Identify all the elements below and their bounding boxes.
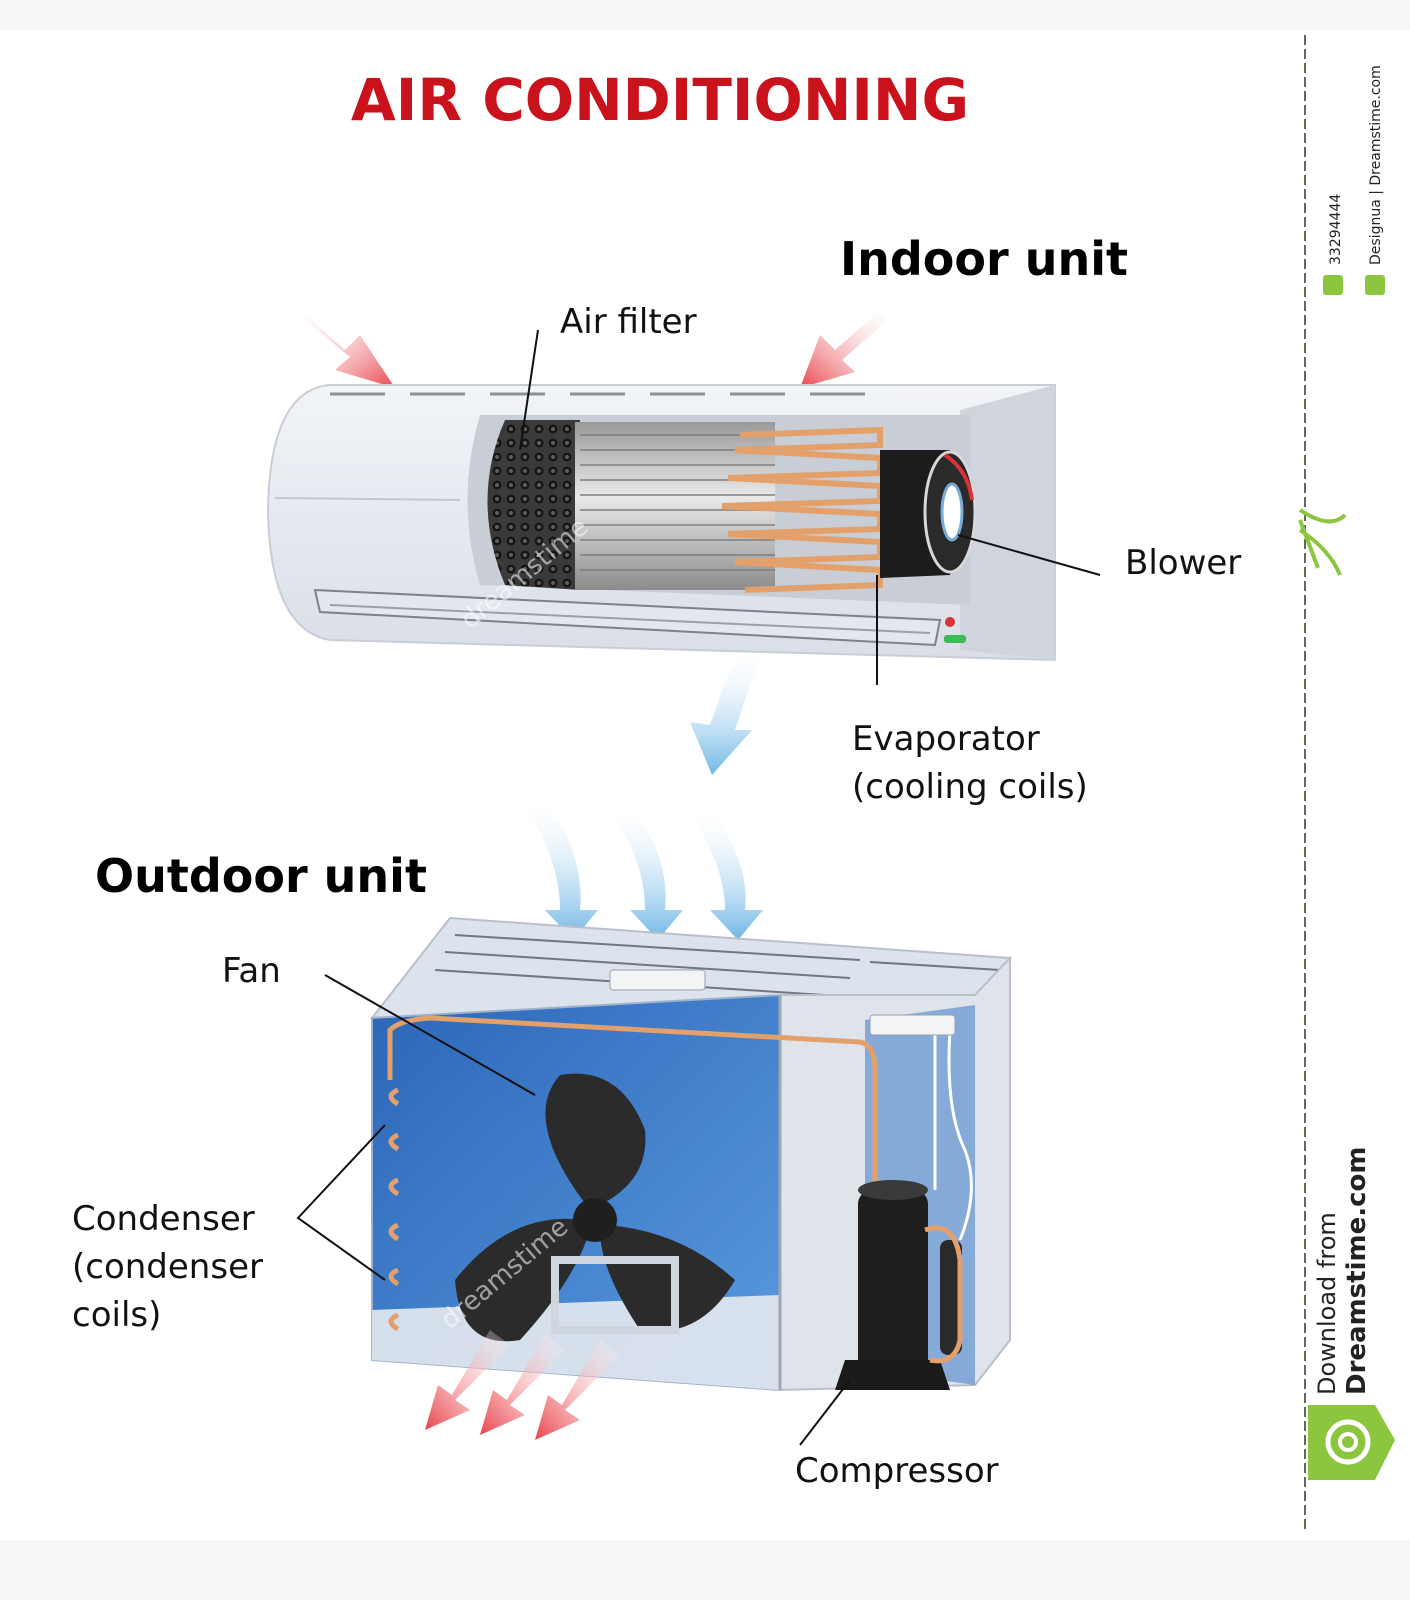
dreamstime-text: Dreamstime.com [1342, 1147, 1372, 1395]
indoor-unit-heading: Indoor unit [840, 232, 1128, 286]
cool-air-intake-arrow-2 [610, 810, 683, 940]
image-id-text: 33294444 [1328, 194, 1344, 265]
scissors-icon [1300, 510, 1345, 575]
indoor-unit [268, 310, 1055, 775]
service-valve-right [870, 1015, 955, 1035]
compressor-label: Compressor [795, 1451, 999, 1491]
stock-watermark-strip: 33294444 Designua | Dreamstime.com Downl… [1300, 35, 1395, 1530]
blower-label: Blower [1125, 543, 1241, 583]
condenser-label-line2: (condenser [72, 1247, 263, 1287]
credit-icon [1365, 275, 1385, 295]
fan-label: Fan [222, 951, 281, 991]
id-icon [1323, 275, 1343, 295]
evaporator-label-line1: Evaporator [852, 719, 1040, 759]
outdoor-unit [372, 805, 1010, 1440]
cool-air-intake-arrow-1 [525, 805, 598, 940]
warm-air-arrow-left [300, 310, 395, 388]
condenser-label-line3: coils) [72, 1295, 161, 1335]
credit-text: Designua | Dreamstime.com [1368, 65, 1384, 265]
download-from-text: Download from [1313, 1212, 1341, 1395]
cool-air-intake-arrow-3 [690, 815, 763, 940]
air-filter-label: Air filter [560, 302, 697, 342]
diagram-title: AIR CONDITIONING [351, 66, 969, 134]
warm-air-arrow-right [800, 310, 888, 388]
diagram-canvas: AIR CONDITIONING Indoor unit Outdoor uni… [0, 30, 1410, 1540]
condenser-label-line1: Condenser [72, 1199, 255, 1239]
evaporator-label-line2: (cooling coils) [852, 767, 1088, 807]
indicator-light-green [944, 635, 966, 643]
cool-air-outlet-arrow [690, 655, 760, 775]
indicator-light-red [945, 617, 955, 627]
outdoor-unit-heading: Outdoor unit [95, 849, 427, 903]
dreamstime-logo-badge [1308, 1405, 1395, 1480]
service-valve-top [610, 970, 705, 990]
